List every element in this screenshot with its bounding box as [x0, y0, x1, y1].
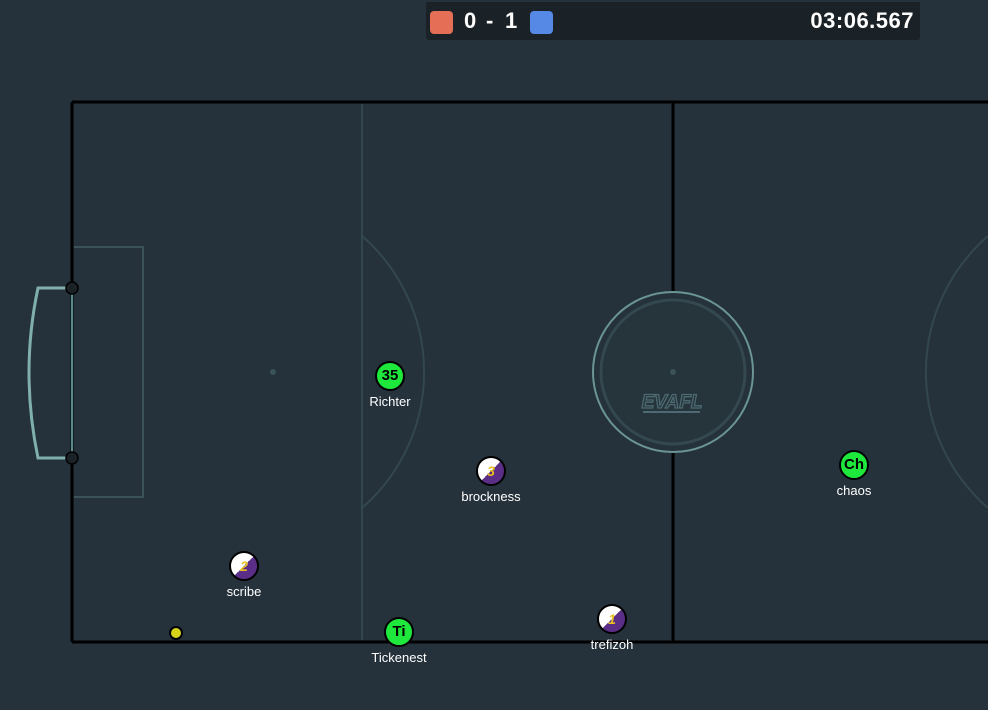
goal-net — [27, 286, 72, 460]
player-disc: 2 — [229, 551, 259, 581]
left-zone-arc — [361, 235, 426, 509]
red-team-score: 0 — [464, 8, 477, 33]
player-disc: Ti — [384, 617, 414, 647]
right-zone-arc — [924, 235, 988, 509]
player-name: trefizoh — [590, 637, 634, 652]
player-name: scribe — [226, 584, 262, 599]
league-logo: EVAFL — [641, 391, 703, 413]
player-disc: Ch — [839, 450, 869, 480]
player-avatar: Ti — [392, 623, 406, 640]
blue-team-color-icon — [530, 11, 553, 34]
player-name: Richter — [369, 394, 411, 409]
game-timer: 03:06.567 — [810, 8, 914, 33]
player-avatar: 2 — [240, 558, 248, 574]
player-disc: 35 — [375, 361, 405, 391]
scoreboard: 0 - 1 03:06.567 — [426, 2, 920, 40]
ball[interactable] — [169, 626, 183, 640]
goal-post-bottom — [65, 451, 79, 465]
player-disc: 3 — [476, 456, 506, 486]
red-team-color-icon — [430, 11, 453, 34]
center-spot — [670, 369, 676, 375]
penalty-box — [74, 246, 144, 498]
blue-team-score: 1 — [505, 8, 518, 33]
player-avatar: 1 — [608, 611, 616, 627]
player-avatar: Ch — [844, 456, 864, 473]
player-disc: 1 — [597, 604, 627, 634]
player-avatar: 3 — [487, 463, 495, 479]
player-name: brockness — [461, 489, 521, 504]
player-avatar: 35 — [381, 367, 399, 384]
player-name: chaos — [836, 483, 872, 498]
score-separator: - — [486, 8, 494, 33]
league-logo-text: EVAFL — [642, 392, 703, 413]
penalty-spot — [270, 369, 276, 375]
goal-post-top — [65, 281, 79, 295]
player-name: Tickenest — [371, 650, 427, 665]
